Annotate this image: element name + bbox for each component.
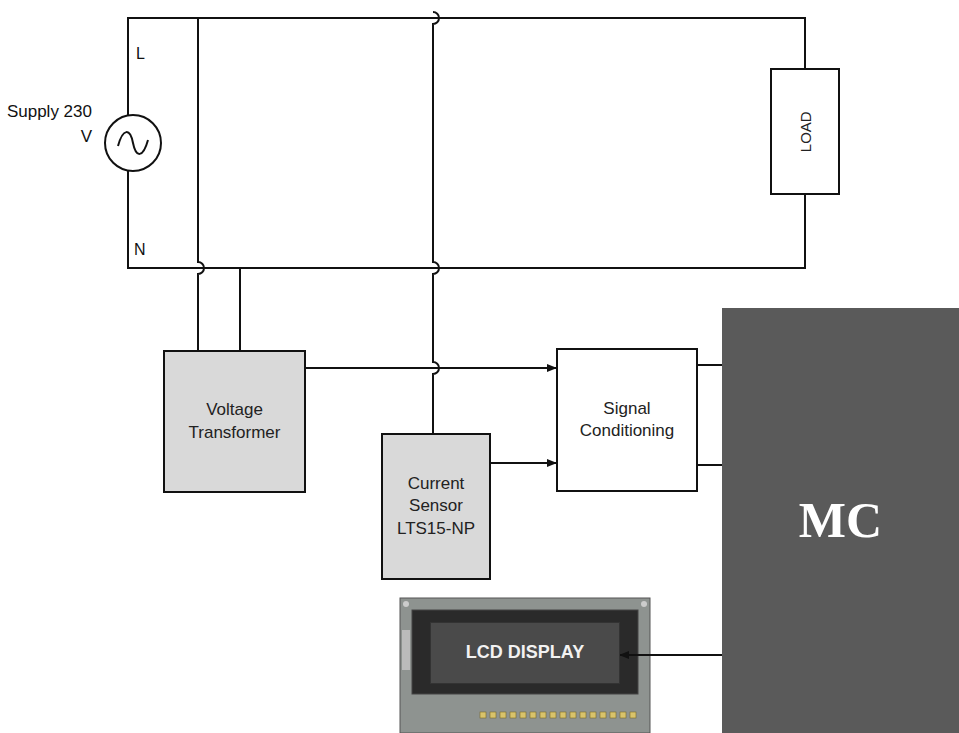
node-text: Voltage Transformer [171,399,298,443]
transformer-box: Voltage Transformer [163,350,306,493]
signal-connector [491,462,556,464]
ac-source-symbol [105,115,161,171]
transformer-wire [239,268,241,350]
lcd-screen: LCD DISPLAY [430,622,620,684]
terminal-label: L [136,42,156,65]
node-text: LOAD [795,111,815,152]
node-text: Signal Conditioning [564,398,690,442]
sensor-box: Current Sensor LTS15-NP [381,433,491,580]
lcd-module-illustration [400,598,650,733]
node-text: LCD DISPLAY [466,641,584,664]
sensor-wire [433,12,439,433]
neutral-wire [128,171,805,268]
node-text: Current Sensor LTS15-NP [389,473,483,539]
signal-connector [620,654,722,656]
microcontroller-box: MC [722,308,959,733]
terminal-label: N [134,238,154,261]
line-wire [128,18,805,115]
conditioning-box: Signal Conditioning [556,348,698,492]
load-box: LOAD [770,68,840,195]
transformer-wire [198,18,204,350]
signal-connector [306,367,556,369]
sine-symbol [118,132,148,154]
signal-connector [698,464,722,466]
supply-label: Supply 230 V [4,100,92,149]
signal-connector [698,364,722,366]
node-text: MC [799,488,882,553]
